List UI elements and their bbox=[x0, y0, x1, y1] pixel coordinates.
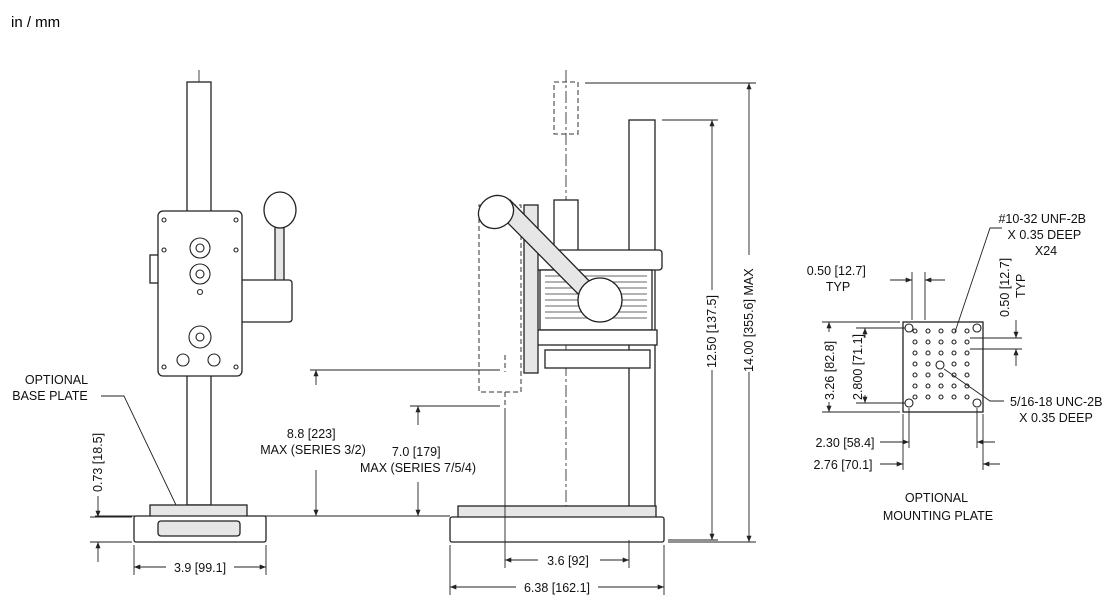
tapped-hole bbox=[964, 372, 970, 378]
tapped-hole bbox=[912, 383, 918, 389]
tapped-hole bbox=[938, 328, 944, 334]
base-width-dim: 3.9 [99.1] bbox=[174, 561, 226, 575]
side-view: 8.8 [223] MAX (SERIES 3/2) 7.0 [179] MAX… bbox=[95, 70, 756, 595]
tapped-hole bbox=[938, 372, 944, 378]
screw-hole bbox=[196, 288, 204, 296]
pinion-hub bbox=[577, 277, 623, 323]
base-depth-dim: 6.38 [162.1] bbox=[524, 581, 590, 595]
tapped-hole bbox=[912, 394, 918, 400]
spacing-right-dim-2: TYP bbox=[1014, 274, 1028, 298]
front-base-top bbox=[149, 504, 248, 518]
screw-hole bbox=[161, 364, 167, 370]
tapped-hole bbox=[912, 361, 918, 367]
screw-hole bbox=[233, 247, 239, 253]
tapped-hole bbox=[912, 328, 918, 334]
tapped-hole bbox=[964, 339, 970, 345]
tapped-hole bbox=[925, 328, 931, 334]
overall-height-dim: 14.00 [355.6] MAX bbox=[742, 268, 756, 372]
spacing-top-dim: 0.50 [12.7] TYP bbox=[807, 264, 870, 294]
mounting-plate-caption: OPTIONAL MOUNTING PLATE bbox=[883, 491, 993, 523]
side-base-plate bbox=[449, 516, 665, 543]
thread-callout-leader bbox=[954, 227, 1002, 333]
thread-callout-small: #10-32 UNF-2B X 0.35 DEEP X24 bbox=[998, 212, 1089, 258]
side-handle-knob bbox=[477, 194, 515, 230]
column-height-dim: 12.50 [137.5] bbox=[705, 295, 719, 368]
height-series-754-dim: 7.0 [179] MAX (SERIES 7/5/4) bbox=[360, 445, 476, 475]
tapped-hole bbox=[925, 361, 931, 367]
bearing-hole-inner bbox=[195, 332, 205, 342]
front-base-slot bbox=[157, 520, 241, 537]
height-outer-dim: 3.26 [82.8] bbox=[823, 341, 837, 400]
tapped-hole bbox=[964, 328, 970, 334]
front-handle-knob bbox=[263, 191, 297, 229]
head-lower-flange bbox=[534, 329, 658, 346]
front-handle-hub bbox=[237, 279, 293, 323]
tapped-hole bbox=[951, 394, 957, 400]
base-height-dim: 0.73 [18.5] bbox=[91, 433, 105, 492]
screw-hole bbox=[161, 217, 167, 223]
tapped-hole bbox=[925, 339, 931, 345]
thread-callout-large: 5/16-18 UNC-2B X 0.35 DEEP bbox=[1010, 395, 1106, 425]
tapped-hole bbox=[938, 383, 944, 389]
tapped-hole bbox=[951, 383, 957, 389]
spacing-right-dim-1: 0.50 [12.7] bbox=[998, 258, 1012, 317]
front-view: OPTIONAL BASE PLATE 0.73 [18.5] 3.9 [99.… bbox=[12, 70, 297, 575]
ram-max-position-phantom bbox=[553, 81, 579, 135]
tapped-hole bbox=[951, 339, 957, 345]
side-base-top bbox=[457, 505, 657, 519]
height-inner-dim: 2.800 [71.1] bbox=[851, 334, 865, 400]
width-inner-dim: 2.30 [58.4] bbox=[815, 436, 874, 450]
tapped-hole bbox=[938, 350, 944, 356]
base-plate-leader bbox=[101, 395, 177, 506]
width-outer-dim: 2.76 [70.1] bbox=[813, 458, 872, 472]
screw-hole bbox=[233, 217, 239, 223]
tapped-hole bbox=[925, 383, 931, 389]
thread-callout-large-leader bbox=[943, 368, 1004, 402]
bearing-hole-inner bbox=[195, 269, 205, 279]
tapped-hole bbox=[912, 350, 918, 356]
height-series-32-dim: 8.8 [223] MAX (SERIES 3/2) bbox=[260, 427, 366, 457]
tapped-hole bbox=[912, 372, 918, 378]
bearing-hole-inner bbox=[195, 243, 205, 253]
tapped-hole bbox=[912, 339, 918, 345]
tapped-hole bbox=[964, 361, 970, 367]
bolt-hole bbox=[176, 353, 190, 367]
tool-phantom-outline bbox=[478, 204, 522, 393]
tapped-hole bbox=[938, 394, 944, 400]
bolt-hole bbox=[207, 353, 221, 367]
tapped-hole bbox=[938, 339, 944, 345]
base-plate-callout: OPTIONAL BASE PLATE bbox=[12, 373, 91, 403]
tapped-hole bbox=[964, 394, 970, 400]
tapped-hole bbox=[925, 350, 931, 356]
units-label: in / mm bbox=[11, 14, 61, 31]
tapped-hole bbox=[951, 350, 957, 356]
tapped-hole bbox=[925, 372, 931, 378]
screw-hole bbox=[161, 247, 167, 253]
collar-clamp bbox=[544, 349, 651, 369]
mounting-plate-view: #10-32 UNF-2B X 0.35 DEEP X24 0.50 [12.7… bbox=[807, 212, 1106, 523]
tapped-hole bbox=[964, 350, 970, 356]
screw-hole bbox=[233, 364, 239, 370]
corner-bolt-holes bbox=[904, 323, 982, 408]
tapped-hole bbox=[951, 361, 957, 367]
column-offset-dim: 3.6 [92] bbox=[547, 554, 589, 568]
tapped-hole bbox=[925, 394, 931, 400]
